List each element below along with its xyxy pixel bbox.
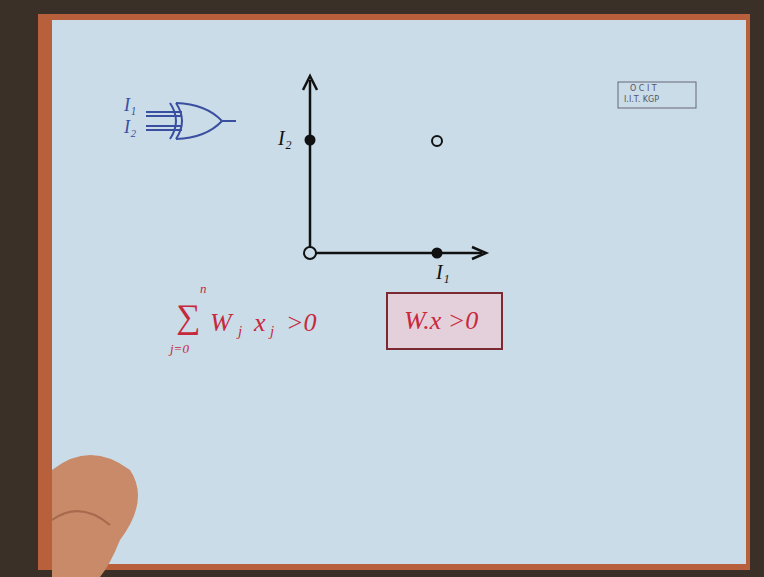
logo-text: O C I T	[630, 85, 657, 93]
data-point	[432, 248, 443, 259]
axes	[303, 76, 486, 259]
logo-text: I.I.T. KGP	[624, 96, 659, 104]
inequality: >0	[286, 310, 317, 336]
logo-box	[618, 82, 696, 108]
weight-symbol: W	[210, 310, 232, 336]
xor-gate-symbol	[146, 103, 236, 139]
sum-limit: j=0	[170, 342, 189, 355]
formula-box: W.x >0	[386, 292, 503, 350]
data-point	[305, 135, 316, 146]
hand-crease	[52, 511, 110, 525]
input-label: I₁	[124, 96, 136, 114]
sum-limit: n	[200, 282, 207, 295]
board	[52, 20, 746, 564]
board-frame	[38, 14, 750, 570]
axis-label: I₂	[278, 128, 292, 148]
data-point-open	[432, 136, 442, 146]
hand	[52, 455, 138, 577]
input-symbol: x	[254, 310, 266, 336]
subscript: j	[270, 324, 274, 339]
sum-symbol: ∑	[176, 300, 200, 334]
data-point-open	[304, 247, 316, 259]
subscript: j	[238, 324, 242, 339]
formula-text: W.x >0	[404, 308, 485, 334]
input-label: I₂	[124, 118, 136, 136]
axis-label: I₁	[436, 262, 450, 282]
